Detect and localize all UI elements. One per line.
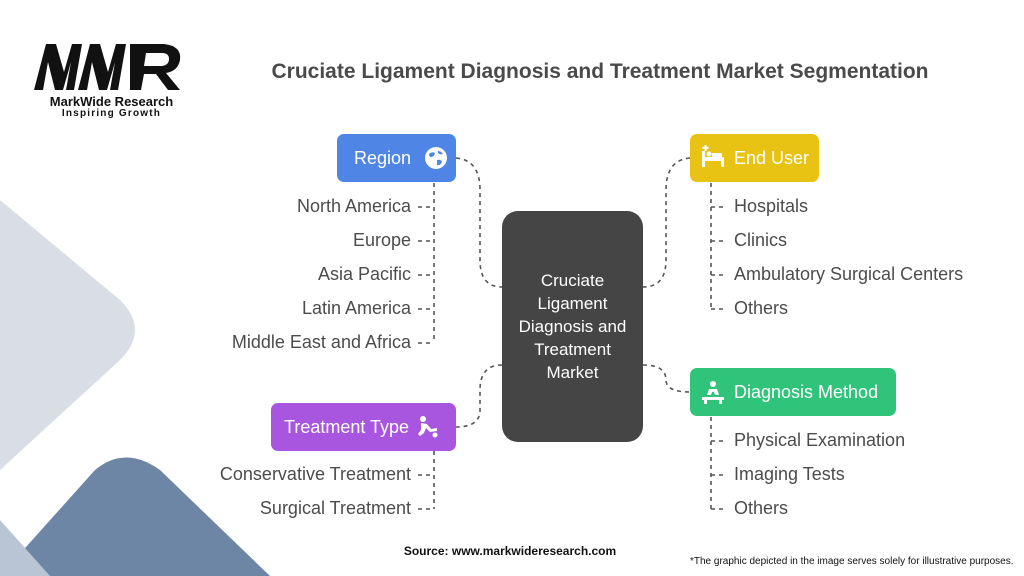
treatment-type-item: Surgical Treatment — [259, 498, 411, 518]
end-user-item: Others — [734, 298, 789, 318]
end-user-item: Hospitals — [734, 196, 809, 216]
region-item: Asia Pacific — [317, 264, 411, 284]
segment-pill-diagnosis-method: Diagnosis Method — [690, 368, 896, 416]
globe-icon — [425, 147, 448, 169]
disclaimer-note: *The graphic depicted in the image serve… — [690, 556, 1014, 567]
treatment-type-item: Conservative Treatment — [219, 464, 411, 484]
center-topic-label: Cruciate Ligament Diagnosis and Treatmen… — [518, 271, 627, 382]
segment-pill-region: Region — [337, 134, 456, 182]
region-item: Europe — [352, 230, 411, 250]
center-topic-box: Cruciate Ligament Diagnosis and Treatmen… — [502, 211, 643, 442]
page-title: Cruciate Ligament Diagnosis and Treatmen… — [271, 60, 929, 83]
region-item: Latin America — [301, 298, 411, 318]
segment-label-end-user: End User — [734, 147, 810, 168]
end-user-item: Clinics — [734, 230, 788, 250]
examination-icon — [702, 381, 724, 404]
segment-label-treatment-type: Treatment Type — [284, 416, 410, 437]
markwide-logo — [34, 44, 181, 90]
diagnosis-method-item: Imaging Tests — [734, 464, 845, 484]
region-item: North America — [296, 196, 411, 216]
segment-pill-treatment-type: Treatment Type — [271, 403, 456, 451]
segment-pill-end-user: End User — [690, 134, 819, 182]
diagnosis-method-item: Others — [734, 498, 789, 518]
logo-tagline: Inspiring Growth — [61, 108, 162, 119]
segment-label-diagnosis-method: Diagnosis Method — [734, 381, 879, 402]
diagnosis-method-item: Physical Examination — [734, 430, 906, 450]
region-item: Middle East and Africa — [231, 332, 411, 352]
hospital-bed-icon — [702, 145, 724, 167]
end-user-item: Ambulatory Surgical Centers — [734, 264, 964, 284]
injury-icon — [418, 416, 438, 438]
segment-label-region: Region — [354, 147, 412, 168]
logo-name: MarkWide Research — [49, 94, 174, 109]
source-note: Source: www.markwideresearch.com — [403, 544, 617, 558]
